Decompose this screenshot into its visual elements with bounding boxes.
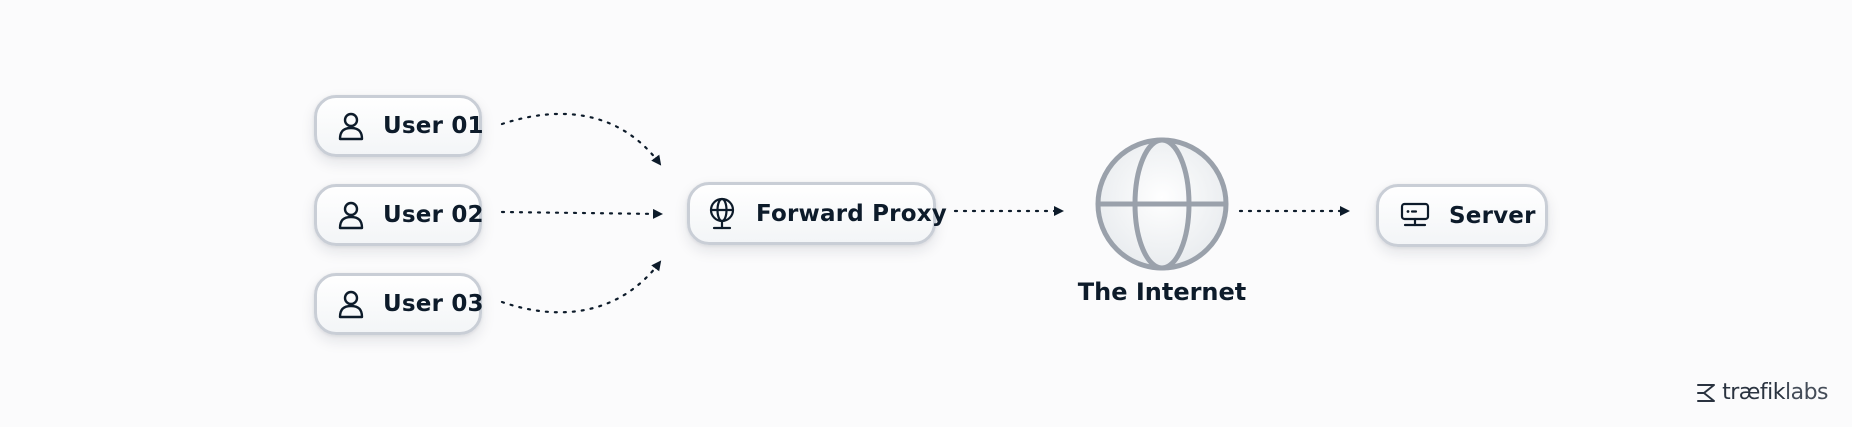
user-icon: [333, 197, 369, 233]
server-icon: [1397, 198, 1433, 234]
forward-proxy-label: Forward Proxy: [756, 200, 947, 227]
arrow-user03-to-proxy: [500, 260, 662, 314]
brand-name-part2: labs: [1784, 380, 1829, 405]
user-icon: [333, 286, 369, 322]
arrow-user01-to-proxy: [500, 112, 662, 166]
globe-stand-icon: [704, 196, 740, 232]
globe-icon: [1092, 134, 1232, 274]
forward-proxy-node: Forward Proxy: [687, 182, 947, 245]
arrow-user02-to-proxy: [500, 208, 663, 219]
user-icon: [333, 108, 369, 144]
user-02-node: User 02: [314, 184, 484, 246]
internet-label: The Internet: [1077, 278, 1247, 306]
user-01-node: User 01: [314, 95, 484, 157]
user-03-node: User 03: [314, 273, 484, 335]
user-label: User 01: [383, 113, 484, 139]
traefik-logo-icon: [1694, 381, 1718, 405]
user-label: User 02: [383, 202, 484, 228]
brand-name-part1: træfik: [1722, 380, 1785, 405]
server-node: Server: [1376, 184, 1548, 247]
user-label: User 03: [383, 291, 484, 317]
server-label: Server: [1449, 202, 1536, 229]
